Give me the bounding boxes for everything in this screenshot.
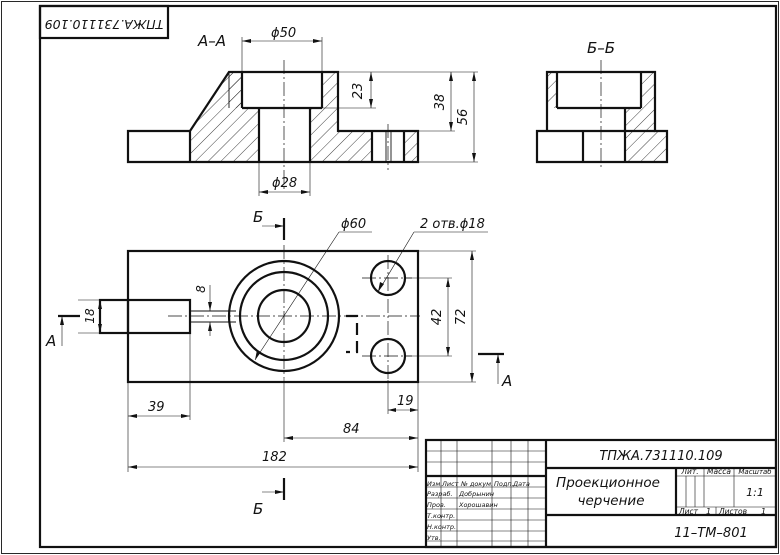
mirrored-stamp-code: ТПЖА.731110.109 bbox=[45, 17, 164, 32]
tb-title-line2: черчение bbox=[577, 493, 644, 509]
mirrored-code-box bbox=[38, 4, 170, 40]
dim-holes: 2 отв.ϕ18 bbox=[420, 217, 485, 232]
inner-drawing-frame bbox=[38, 4, 778, 549]
tb-col-date: Дата bbox=[512, 480, 530, 488]
tb-code: ТПЖА.731110.109 bbox=[599, 449, 722, 464]
front-rib-outline bbox=[188, 70, 420, 164]
cut-markers: А А Б Б bbox=[45, 208, 512, 518]
tb-role-approve: Утв. bbox=[427, 534, 441, 542]
tb-name-dev: Добрынин bbox=[458, 490, 494, 498]
tb-role-dev: Разраб. bbox=[427, 490, 453, 498]
cut-label-b-top: Б bbox=[253, 208, 263, 226]
dim-84: 84 bbox=[343, 422, 360, 437]
dim-phi60: ϕ60 bbox=[341, 217, 366, 232]
front-left-plate bbox=[126, 129, 190, 164]
dim-42: 42 bbox=[430, 309, 445, 326]
cut-label-b-bottom: Б bbox=[253, 500, 263, 518]
tb-group: 11–ТМ–801 bbox=[674, 526, 748, 541]
hatch-boss-left bbox=[190, 108, 259, 162]
tb-sheet-value: 1 bbox=[706, 507, 711, 516]
section-bb-view: Б–Б bbox=[535, 39, 669, 170]
dim-38: 38 bbox=[433, 94, 448, 111]
tb-header-scale: Масштаб bbox=[738, 468, 772, 476]
hatch-bb-left-top bbox=[547, 72, 557, 108]
hatch-bb-right-top bbox=[641, 72, 655, 108]
tb-header-mass: Масса bbox=[707, 467, 731, 476]
dim-8: 8 bbox=[194, 285, 208, 293]
tb-role-ncontrol: Н.контр. bbox=[427, 523, 456, 531]
plan-rib bbox=[98, 298, 192, 335]
hatch-upper-right bbox=[322, 72, 338, 108]
tb-role-check: Пров. bbox=[427, 501, 446, 509]
tb-scale-value: 1:1 bbox=[746, 486, 764, 499]
hatch-bb-base bbox=[625, 131, 667, 162]
tb-col-doc: № докум. bbox=[460, 480, 493, 488]
hatch-hole-right bbox=[404, 131, 418, 162]
tb-col-list: Лист bbox=[441, 480, 459, 488]
top-view: ϕ60 2 отв.ϕ18 8 18 bbox=[78, 217, 488, 472]
dim-56: 56 bbox=[456, 109, 471, 126]
tb-col-izm: Изм. bbox=[427, 480, 442, 488]
hatch-boss-right bbox=[310, 108, 372, 162]
dim-phi28: ϕ28 bbox=[272, 176, 297, 191]
dim-72: 72 bbox=[454, 309, 469, 326]
section-bb-label: Б–Б bbox=[587, 39, 615, 57]
cut-line-bb-plan bbox=[346, 314, 359, 354]
dim-18: 18 bbox=[83, 308, 97, 324]
dim-39: 39 bbox=[148, 400, 165, 415]
tb-sheets-value: 1 bbox=[761, 507, 766, 516]
plan-body bbox=[126, 249, 420, 384]
hatch-bb-right-low bbox=[625, 108, 655, 131]
dim-phi50: ϕ50 bbox=[271, 26, 296, 41]
tb-sheet-label: Лист bbox=[678, 507, 699, 516]
tb-col-sign: Подп. bbox=[494, 480, 514, 488]
title-block: ТПЖА.731110.109 Проекционное черчение Ли… bbox=[424, 438, 778, 549]
tb-role-tcontrol: Т.контр. bbox=[427, 512, 455, 520]
section-aa-view: А–А ϕ50 ϕ28 bbox=[126, 26, 478, 196]
dim-182: 182 bbox=[262, 450, 287, 465]
tb-name-check: Хорошавин bbox=[458, 501, 498, 509]
dim-19: 19 bbox=[397, 394, 414, 409]
tb-header-lit: Лит. bbox=[680, 467, 698, 476]
hatch-upper-left bbox=[229, 72, 242, 108]
cut-label-a-left: А bbox=[45, 332, 56, 350]
tb-title-line1: Проекционное bbox=[556, 475, 660, 491]
cut-label-a-right: А bbox=[501, 372, 512, 390]
dim-23: 23 bbox=[351, 83, 366, 100]
tb-sheets-label: Листов bbox=[718, 507, 747, 516]
section-aa-label: А–А bbox=[197, 32, 226, 50]
